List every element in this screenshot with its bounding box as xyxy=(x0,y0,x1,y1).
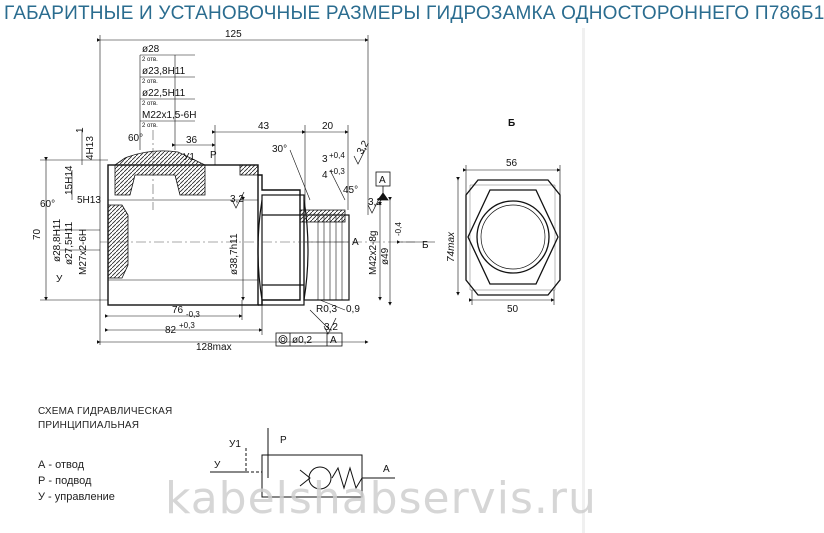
tol-value: ø0,2 xyxy=(292,335,312,346)
page-title: ГАБАРИТНЫЕ И УСТАНОВОЧНЫЕ РАЗМЕРЫ ГИДРОЗ… xyxy=(4,3,824,24)
dim-70: 70 xyxy=(32,228,43,240)
tolerance-frame xyxy=(275,332,343,347)
angle-60-left: 60° xyxy=(40,199,55,210)
dim-74max: 74max xyxy=(446,231,457,262)
assembly-drawing: 125 ø28 2 отв. ø23,8H11 2 отв. ø22,5H11 … xyxy=(32,29,561,498)
legend-a: А - отвод xyxy=(38,459,85,471)
dim-d28: ø28 xyxy=(142,44,160,55)
dim-43: 43 xyxy=(258,121,270,132)
scheme-port-y: У xyxy=(214,460,221,471)
leader-lines xyxy=(140,54,346,331)
radius-r0-3: R0,3 xyxy=(316,304,338,315)
dim-d49: ø49 xyxy=(380,247,391,265)
dim-d27-5: ø27,5H11 xyxy=(64,221,75,265)
dim-4h13: 4H13 xyxy=(85,136,96,160)
dim-125: 125 xyxy=(225,29,242,40)
dim-0-9: 0,9 xyxy=(346,304,360,315)
datum-a-label: А xyxy=(379,175,386,186)
dim-4: 4 xyxy=(322,170,328,181)
dim-d22: ø22,5H11 xyxy=(142,88,186,99)
datum-box xyxy=(375,171,391,201)
dim-d23: ø23,8H11 xyxy=(142,66,186,77)
scheme-port-y1: У1 xyxy=(229,439,241,450)
dim-82: 82 xyxy=(165,325,177,336)
legend-y: У - управление xyxy=(38,491,115,503)
dim-d28-8: ø28,8H11 xyxy=(52,218,63,262)
dim-m22: M22x1,5-6H xyxy=(142,110,196,121)
roughness-3.2-mid: 3,2 xyxy=(230,194,244,205)
dim-50: 50 xyxy=(507,304,519,315)
scheme-heading-2: ПРИНЦИПИАЛЬНАЯ xyxy=(38,420,140,431)
note-2otv-2: 2 отв. xyxy=(142,79,158,85)
scheme-heading-1: СХЕМА ГИДРАВЛИЧЕСКАЯ xyxy=(38,406,173,417)
dim-76: 76 xyxy=(172,305,184,316)
dim-5h13: 5H13 xyxy=(77,195,101,206)
note-2otv-3: 2 отв. xyxy=(142,101,158,107)
tol-03-top: +0,3 xyxy=(329,167,345,176)
dim-3: 3 xyxy=(322,154,328,165)
angle-30: 30° xyxy=(272,144,287,155)
roughness-3.2-top: 3,2 xyxy=(355,139,372,157)
port-y1: У1 xyxy=(183,152,195,163)
scheme-port-p: Р xyxy=(280,435,287,446)
watermark: kabelshabservis.ru xyxy=(165,473,597,524)
roughness-3.2-right: 3,2 xyxy=(368,197,382,208)
dim-m27: M27x2-6H xyxy=(78,229,89,275)
dimension-lines xyxy=(40,35,435,345)
port-y: У xyxy=(56,274,63,285)
roughness-3.2-bottom: 3,2 xyxy=(324,322,338,333)
dim-1: 1 xyxy=(75,127,86,133)
tol-04-top: +0,4 xyxy=(329,151,345,160)
dim-m42: M42x2-8g xyxy=(368,231,379,275)
tol-03-82: +0,3 xyxy=(179,321,195,330)
dim-d38-7: ø38,7h11 xyxy=(229,233,240,275)
tol-03-76: -0,3 xyxy=(186,310,200,319)
center-lines xyxy=(100,130,415,243)
dim-15h14: 15H14 xyxy=(64,165,75,195)
angle-60-top: 60° xyxy=(128,133,143,144)
tol-datum: А xyxy=(330,335,337,346)
dim-20: 20 xyxy=(322,121,334,132)
angle-45: 45° xyxy=(343,185,358,196)
note-2otv-1: 2 отв. xyxy=(142,57,158,63)
hydraulic-scheme xyxy=(210,428,395,498)
divider xyxy=(582,28,585,533)
end-view-b xyxy=(465,179,561,296)
dim-36: 36 xyxy=(186,135,198,146)
note-2otv-4: 2 отв. xyxy=(142,123,158,129)
roughness-marks xyxy=(231,147,381,335)
tol-04-d49: -0,4 xyxy=(394,222,403,236)
dim-56: 56 xyxy=(506,158,518,169)
scheme-port-a: А xyxy=(383,464,390,475)
view-arrow-b: Б xyxy=(422,240,429,251)
legend-p: Р - подвод xyxy=(38,475,92,487)
view-b-label: Б xyxy=(508,118,515,129)
end-view-dimensions xyxy=(456,165,561,305)
section-hatching xyxy=(107,150,346,279)
threaded-end xyxy=(303,214,350,301)
dim-128max: 128max xyxy=(196,342,232,353)
port-p: Р xyxy=(210,150,217,161)
section-label-a: А xyxy=(352,237,359,248)
